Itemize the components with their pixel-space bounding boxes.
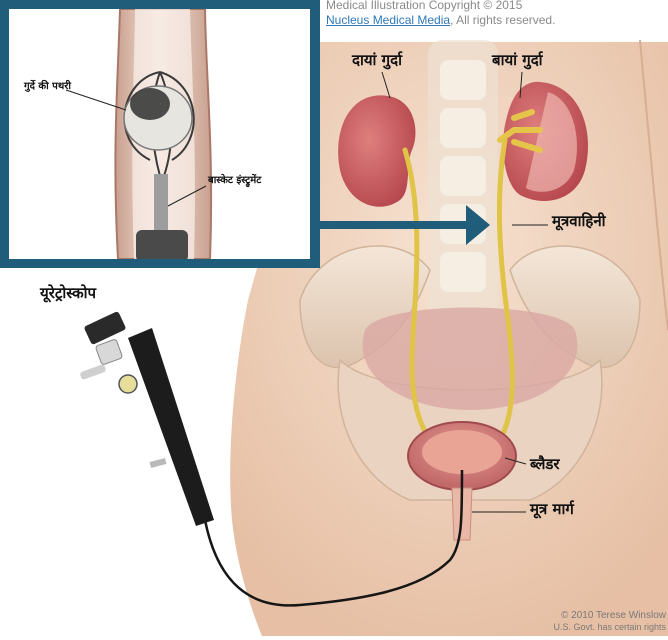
vertebra xyxy=(440,156,486,196)
vertebra xyxy=(440,108,486,148)
label-bladder: ब्लैडर xyxy=(530,457,560,472)
credit-line-2: U.S. Govt. has certain rights xyxy=(553,622,666,633)
label-basket-instrument: बास्केट इंस्ट्रुमेंट xyxy=(208,176,261,186)
label-kidney-stone: गुर्दे की पथरी xyxy=(24,82,71,92)
label-ureter: मूत्रवाहिनी xyxy=(552,214,606,229)
copyright-line-1: Medical Illustration Copyright © 2015 xyxy=(326,0,522,12)
copyright-link[interactable]: Nucleus Medical Media xyxy=(326,13,450,27)
credit-line-1: © 2010 Terese Winslow xyxy=(561,610,666,621)
inset-panel xyxy=(0,0,320,268)
arrow-shaft xyxy=(310,221,470,229)
bladder-interior xyxy=(422,430,502,474)
copyright-suffix: , All rights reserved. xyxy=(450,13,555,27)
label-ureteroscope: यूरेट्रोस्कोप xyxy=(40,286,96,301)
scope-valve xyxy=(149,458,166,468)
basket-shaft xyxy=(154,174,168,234)
stone-shadow xyxy=(130,88,170,120)
scope-body xyxy=(128,328,214,526)
scope-eyepiece xyxy=(84,311,127,345)
label-urethra: मूत्र मार्ग xyxy=(530,502,574,517)
label-right-kidney: दायां गुर्दा xyxy=(352,53,402,68)
scope-ring xyxy=(95,339,123,365)
scope-knob xyxy=(119,375,137,393)
label-left-kidney: बायां गुर्दा xyxy=(492,53,543,68)
scope-port xyxy=(79,364,106,380)
vertebra xyxy=(440,60,486,100)
vertebra xyxy=(440,252,486,292)
copyright-line-2: Nucleus Medical Media, All rights reserv… xyxy=(326,13,555,27)
scope-tip xyxy=(136,230,188,262)
